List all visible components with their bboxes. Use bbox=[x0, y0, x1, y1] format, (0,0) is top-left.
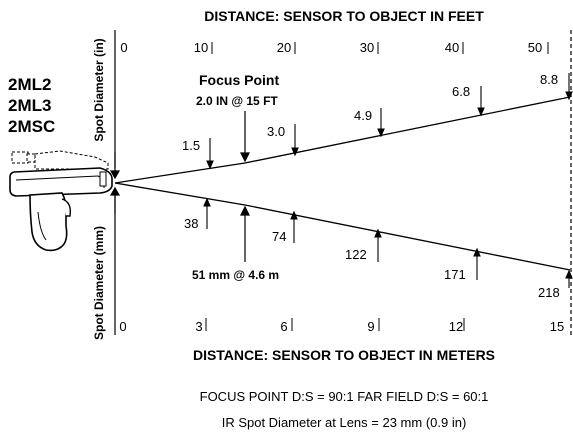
mm-value-2: 74 bbox=[272, 229, 286, 244]
feet-tick-20: 20 bbox=[277, 40, 291, 55]
lens-markers bbox=[109, 152, 121, 214]
title-feet: DISTANCE: SENSOR TO OBJECT IN FEET bbox=[204, 8, 484, 24]
thermometer-device-illustration bbox=[9, 150, 113, 252]
model-2ml3: 2ML3 bbox=[8, 96, 51, 115]
lens-window bbox=[99, 171, 107, 187]
model-2ml2: 2ML2 bbox=[8, 75, 51, 94]
focus-imperial: 2.0 IN @ 15 FT bbox=[196, 94, 278, 108]
inch-value-5: 8.8 bbox=[540, 72, 558, 87]
meter-tick-6: 6 bbox=[280, 319, 287, 334]
mm-value-1: 38 bbox=[184, 216, 198, 231]
meter-tick-labels: 0 3 6 9 12 15 bbox=[119, 319, 564, 334]
feet-tick-marks bbox=[211, 42, 549, 54]
feet-tick-10: 10 bbox=[194, 40, 208, 55]
feet-tick-50: 50 bbox=[528, 40, 542, 55]
meter-tick-marks bbox=[205, 318, 465, 331]
inch-value-2: 3.0 bbox=[267, 124, 285, 139]
meter-tick-9: 9 bbox=[367, 319, 374, 334]
title-meters: DISTANCE: SENSOR TO OBJECT IN METERS bbox=[193, 347, 495, 363]
mm-value-3: 122 bbox=[345, 247, 367, 262]
spec-line-1: FOCUS POINT D:S = 90:1 FAR FIELD D:S = 6… bbox=[200, 389, 489, 404]
mm-value-4: 171 bbox=[444, 267, 466, 282]
mm-arrows bbox=[203, 197, 573, 288]
inch-value-1: 1.5 bbox=[182, 138, 200, 153]
beam-upper-line bbox=[114, 96, 571, 184]
feet-tick-30: 30 bbox=[360, 40, 374, 55]
device-body bbox=[9, 167, 113, 197]
feet-tick-40: 40 bbox=[445, 40, 459, 55]
meter-tick-0: 0 bbox=[119, 319, 126, 334]
device-handle bbox=[29, 192, 68, 252]
inch-value-4: 6.8 bbox=[452, 84, 470, 99]
meter-tick-15: 15 bbox=[550, 319, 564, 334]
feet-tick-labels: 0 10 20 30 40 50 bbox=[120, 40, 542, 55]
axis-label-mm: Spot Diameter (mm) bbox=[92, 226, 106, 340]
meter-tick-12: 12 bbox=[449, 319, 463, 334]
meter-tick-3: 3 bbox=[195, 319, 202, 334]
mm-value-5: 218 bbox=[538, 285, 560, 300]
focus-metric: 51 mm @ 4.6 m bbox=[192, 268, 279, 282]
device-trigger bbox=[61, 198, 72, 217]
axis-label-inches: Spot Diameter (in) bbox=[92, 38, 106, 141]
inch-value-3: 4.9 bbox=[354, 108, 372, 123]
spec-line-2: IR Spot Diameter at Lens = 23 mm (0.9 in… bbox=[222, 415, 467, 430]
model-2msc: 2MSC bbox=[8, 117, 55, 136]
focus-point-label: Focus Point bbox=[199, 72, 279, 88]
feet-tick-0: 0 bbox=[120, 40, 127, 55]
sight-scope bbox=[11, 150, 109, 170]
inch-arrows bbox=[206, 73, 573, 170]
beam-lower-line bbox=[114, 182, 571, 271]
focus-arrows bbox=[240, 111, 250, 262]
